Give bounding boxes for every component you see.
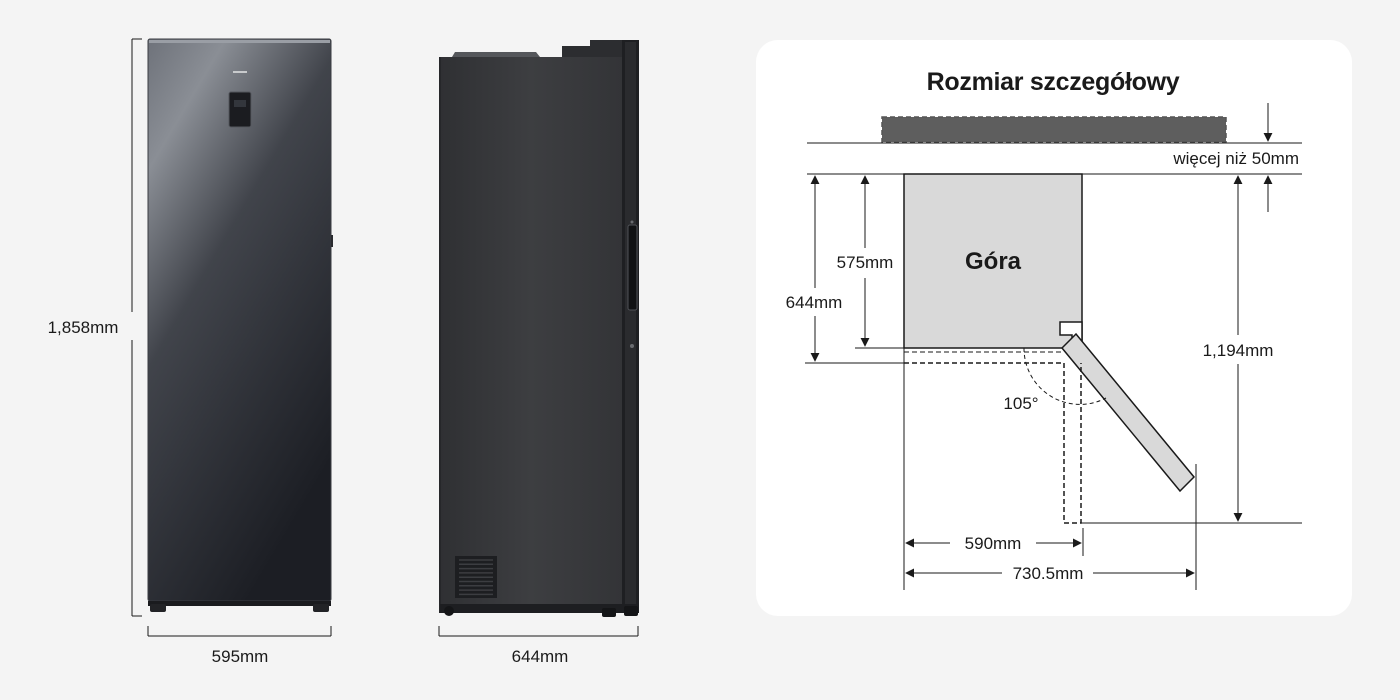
top-view-label: Góra <box>965 248 1022 275</box>
fridge-front-top-edge <box>149 40 330 43</box>
fridge-top-view <box>903 173 1083 349</box>
control-panel-display <box>228 91 252 128</box>
vent-grille-slats <box>459 559 493 596</box>
angle-label: 105° <box>1003 394 1038 413</box>
door-screw <box>630 344 634 348</box>
front-width-label: 595mm <box>212 647 269 666</box>
open-width-label: 730.5mm <box>1013 564 1084 583</box>
open-depth-label: 1,194mm <box>1203 341 1274 360</box>
door-hinge-mark <box>331 235 333 247</box>
card-title: Rozmiar szczegółowy <box>927 68 1180 96</box>
front-height-label: 1,858mm <box>48 318 119 337</box>
side-top-cover <box>452 52 540 57</box>
fridge-front-base <box>148 601 331 606</box>
door-handle <box>627 224 638 311</box>
side-top-hinge-box <box>562 40 622 57</box>
clearance-label: więcej niż 50mm <box>1172 149 1299 168</box>
width-label: 590mm <box>965 534 1022 553</box>
foot-door-side <box>624 606 638 616</box>
display-screen <box>234 100 246 107</box>
door-inner-edge <box>625 42 636 610</box>
foot-left <box>150 604 166 612</box>
brand-logo <box>233 71 247 73</box>
detail-size-card: Rozmiar szczegółowy więcej niż 50mm Góra… <box>756 40 1352 616</box>
wheel-back <box>444 606 454 616</box>
foot-front-side <box>602 608 616 617</box>
foot-right <box>313 604 329 612</box>
depth-total-label: 644mm <box>786 293 843 312</box>
wall-block <box>881 116 1227 143</box>
side-base <box>440 604 639 613</box>
front-view: 1,858mm 595mm <box>48 38 333 666</box>
closed-door-outline <box>904 362 1082 524</box>
side-depth-label: 644mm <box>512 647 569 666</box>
fridge-side-panel <box>440 57 622 613</box>
depth-body-label: 575mm <box>837 253 894 272</box>
angle-arc <box>1023 347 1107 405</box>
door-screw-top <box>630 220 634 224</box>
side-view: 644mm <box>438 40 639 666</box>
open-door <box>1060 332 1196 493</box>
